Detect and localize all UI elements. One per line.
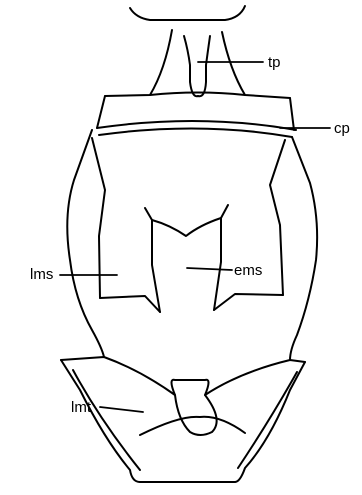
lmt-leader [100,407,143,412]
label-lms: lms [30,266,53,283]
lmt-structure [61,357,305,482]
label-cp: cp [334,120,350,137]
ems-structure [145,205,228,312]
cp-structure [97,93,296,138]
tp-structure [150,30,245,96]
ems-leader [187,268,232,270]
label-lmt: lmt [71,399,92,416]
label-tp: tp [268,54,281,71]
lms-structure [100,294,283,312]
neck-outline [130,6,245,20]
label-ems: ems [234,262,262,279]
body-outline [67,130,317,360]
